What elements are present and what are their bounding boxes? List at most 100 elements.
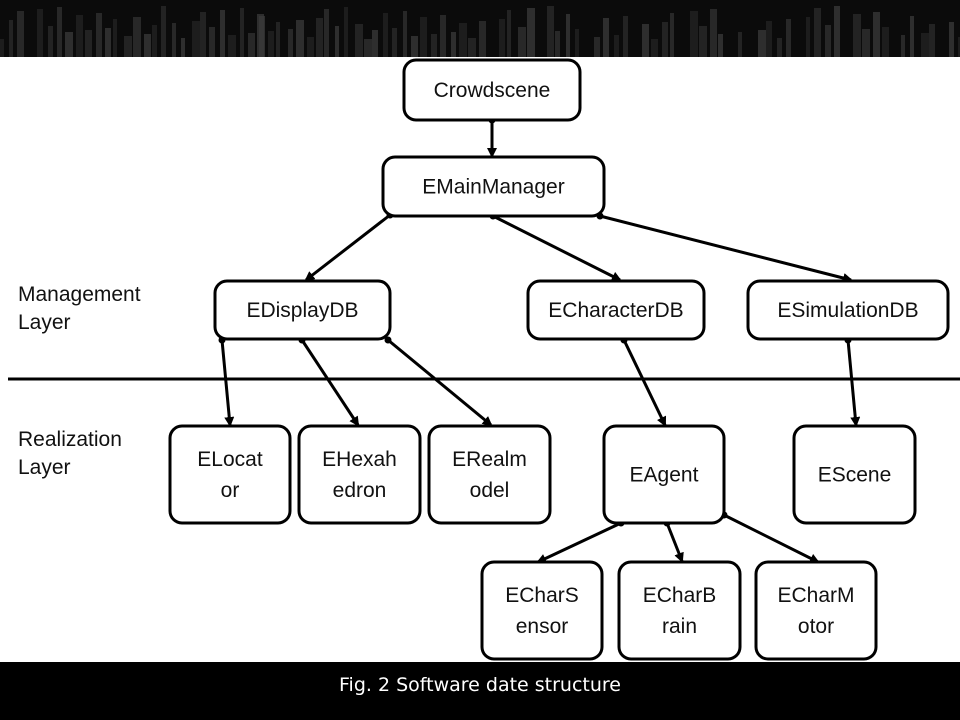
skyline-bar bbox=[307, 37, 314, 57]
node-label-ehexahedron-0: EHexah bbox=[322, 448, 397, 471]
skyline-bar bbox=[248, 33, 255, 57]
skyline-bar bbox=[547, 6, 554, 57]
skyline-bar bbox=[316, 18, 323, 57]
skyline-bar bbox=[670, 13, 674, 57]
skyline-bar bbox=[161, 6, 166, 57]
skyline-bar bbox=[192, 21, 200, 57]
node-label-echarmotor-1: otor bbox=[798, 615, 834, 638]
skyline-bar bbox=[758, 30, 766, 57]
software-structure-diagram: Management Layer Realization Layer Crowd… bbox=[8, 58, 960, 661]
skyline-bar bbox=[623, 16, 628, 57]
node-box-erealmodel bbox=[427, 424, 552, 525]
realization-layer-label-line2: Layer bbox=[18, 456, 71, 479]
skyline-bar bbox=[718, 34, 723, 57]
skyline-bar bbox=[296, 20, 304, 57]
skyline-bar bbox=[738, 32, 742, 57]
skyline-bar bbox=[662, 22, 668, 57]
skyline-bar bbox=[921, 33, 929, 57]
skyline-bar bbox=[403, 11, 407, 57]
node-box-echarsensor bbox=[480, 560, 604, 661]
node-emainmanager: EMainManager bbox=[381, 155, 606, 218]
skyline-bar bbox=[527, 8, 535, 57]
skyline-bar bbox=[200, 12, 206, 57]
node-edisplaydb: EDisplayDB bbox=[213, 279, 392, 341]
skyline-bar bbox=[288, 29, 293, 57]
edge-emainmanager-echaracterdb bbox=[492, 214, 622, 282]
skyline-bar bbox=[9, 20, 13, 57]
skyline-bar bbox=[507, 10, 511, 57]
skyline-bar bbox=[614, 35, 619, 57]
node-eagent: EAgent bbox=[602, 424, 726, 525]
skyline-bar bbox=[910, 16, 914, 57]
node-echarbrain: ECharB rain bbox=[617, 560, 742, 661]
node-label-echarbrain-1: rain bbox=[662, 615, 697, 638]
skyline-bar bbox=[814, 8, 821, 57]
skyline-bar bbox=[335, 26, 339, 57]
skyline-bar bbox=[777, 38, 782, 57]
skyline-bar bbox=[257, 14, 264, 57]
skyline-bar bbox=[690, 11, 698, 57]
edge-edisplaydb-elocator bbox=[220, 339, 235, 427]
skyline-bar bbox=[825, 25, 831, 57]
skyline-bar bbox=[555, 31, 560, 57]
management-layer-label: Management Layer bbox=[18, 283, 141, 334]
skyline-bar bbox=[344, 7, 348, 57]
node-label-eagent-0: EAgent bbox=[630, 464, 699, 487]
node-box-eagent bbox=[602, 424, 726, 525]
skyline-bar bbox=[48, 26, 53, 57]
skyline-bar bbox=[949, 22, 954, 57]
skyline-bar bbox=[699, 26, 707, 57]
node-label-echaracterdb-0: ECharacterDB bbox=[548, 299, 683, 322]
node-box-crowdscene bbox=[402, 58, 582, 122]
skyline-bar bbox=[873, 12, 880, 57]
node-box-ehexahedron bbox=[297, 424, 422, 525]
node-label-echarsensor-0: ECharS bbox=[505, 584, 579, 607]
skyline-bar bbox=[882, 27, 889, 57]
node-echaracterdb: ECharacterDB bbox=[526, 279, 706, 341]
skyline-bar bbox=[96, 13, 102, 57]
node-box-elocator bbox=[168, 424, 292, 525]
skyline-bar bbox=[37, 9, 43, 57]
node-label-escene-0: EScene bbox=[818, 464, 892, 487]
node-echarmotor: ECharM otor bbox=[754, 560, 878, 661]
skyline-bar bbox=[383, 13, 388, 57]
management-layer-label-line2: Layer bbox=[18, 311, 71, 334]
city-skyline-texture bbox=[0, 6, 960, 57]
skyline-bar bbox=[710, 9, 717, 57]
skyline-bar bbox=[57, 7, 62, 57]
skyline-bar bbox=[240, 8, 244, 57]
node-box-echaracterdb bbox=[526, 279, 706, 341]
figure-caption: Fig. 2 Software date structure bbox=[339, 674, 621, 696]
skyline-bar bbox=[124, 36, 132, 57]
skyline-bar bbox=[958, 37, 960, 57]
skyline-bar bbox=[268, 31, 274, 57]
node-escene: EScene bbox=[792, 424, 917, 525]
node-label-erealmodel-0: ERealm bbox=[452, 448, 527, 471]
skyline-bar bbox=[468, 38, 476, 57]
skyline-bar bbox=[834, 6, 840, 57]
edges bbox=[218, 116, 861, 564]
skyline-bar bbox=[85, 30, 92, 57]
node-label-elocator-1: or bbox=[221, 479, 240, 502]
node-label-crowdscene-0: Crowdscene bbox=[434, 79, 551, 102]
node-box-emainmanager bbox=[381, 155, 606, 218]
skyline-bar bbox=[766, 21, 772, 57]
skyline-bar bbox=[420, 17, 427, 57]
skyline-bar bbox=[65, 32, 73, 57]
skyline-bar bbox=[364, 39, 372, 57]
management-layer-label-line1: Management bbox=[18, 283, 141, 306]
realization-layer-label-line1: Realization bbox=[18, 428, 122, 451]
skyline-bar bbox=[76, 15, 83, 57]
edge-edisplaydb-erealmodel bbox=[387, 338, 493, 427]
node-label-echarmotor-0: ECharM bbox=[777, 584, 854, 607]
node-box-escene bbox=[792, 424, 917, 525]
skyline-bar bbox=[431, 34, 437, 57]
node-label-emainmanager-0: EMainManager bbox=[422, 176, 564, 199]
skyline-bar bbox=[806, 17, 810, 57]
node-label-echarbrain-0: ECharB bbox=[643, 584, 717, 607]
skyline-bar bbox=[392, 28, 397, 57]
